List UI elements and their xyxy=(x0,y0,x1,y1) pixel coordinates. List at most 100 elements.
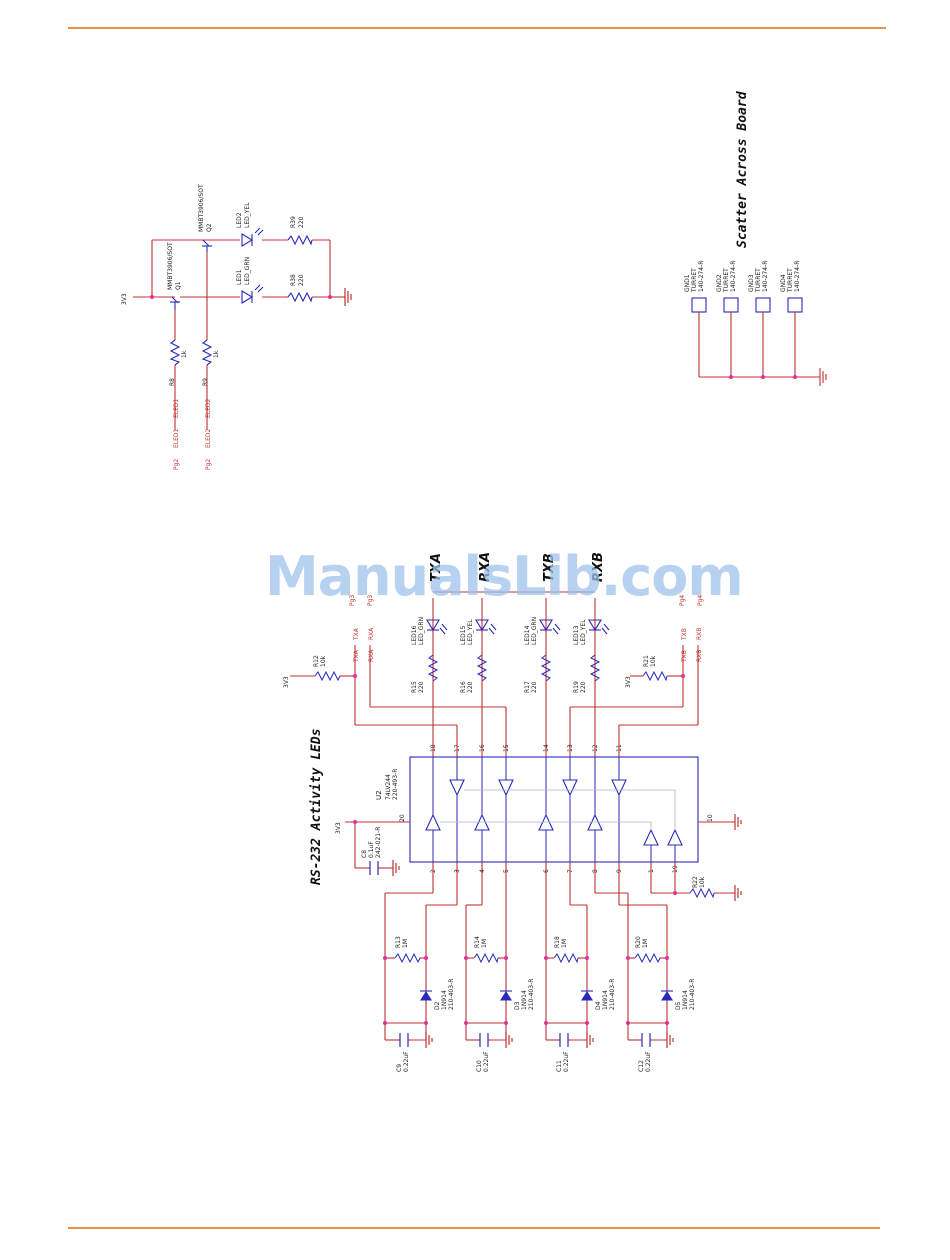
resistor-symbols xyxy=(314,654,715,964)
svg-text:Pg3: Pg3 xyxy=(349,595,356,606)
svg-text:C12: C12 xyxy=(638,1060,645,1072)
svg-text:LED_YEL: LED_YEL xyxy=(467,619,474,645)
header-rule xyxy=(68,27,886,29)
svg-text:0.22uF: 0.22uF xyxy=(563,1051,570,1072)
svg-text:1M: 1M xyxy=(642,939,649,948)
svg-text:R20: R20 xyxy=(635,936,642,948)
r38-ref: R38 xyxy=(290,274,297,286)
ground-symbol xyxy=(344,288,352,306)
svg-text:LED13: LED13 xyxy=(573,625,580,645)
svg-text:D5: D5 xyxy=(675,1001,682,1010)
svg-text:C10: C10 xyxy=(476,1060,483,1072)
svg-text:0.22uF: 0.22uF xyxy=(483,1051,490,1072)
svg-text:1M: 1M xyxy=(481,939,488,948)
svg-text:220: 220 xyxy=(418,681,425,693)
svg-text:210-403-R: 210-403-R xyxy=(689,979,696,1010)
rs232-led-symbols xyxy=(426,619,610,635)
gnd2-part: 140-274-R xyxy=(730,261,737,292)
power-label-3v3: 3V3 xyxy=(121,293,128,305)
svg-text:TXA: TXA xyxy=(429,553,444,582)
net-eled1-page: Pg2 xyxy=(173,459,180,470)
svg-text:242-021-R: 242-021-R xyxy=(375,827,382,858)
gnd2-type: TURRET xyxy=(723,268,730,293)
r39-ref: R39 xyxy=(290,216,297,228)
svg-text:0.22uF: 0.22uF xyxy=(645,1051,652,1072)
svg-text:RXA: RXA xyxy=(368,627,375,640)
r9-ref: R9 xyxy=(202,378,209,386)
svg-text:R19: R19 xyxy=(573,681,580,693)
svg-text:10k: 10k xyxy=(699,876,706,888)
svg-text:LED_GRN: LED_GRN xyxy=(418,617,425,645)
svg-text:RXA: RXA xyxy=(478,552,493,582)
svg-text:D3: D3 xyxy=(514,1001,521,1010)
svg-text:R17: R17 xyxy=(524,681,531,693)
rs232-top-wiring xyxy=(290,591,699,757)
svg-text:Pg4: Pg4 xyxy=(697,595,704,606)
svg-text:R18: R18 xyxy=(554,936,561,948)
svg-text:R16: R16 xyxy=(460,681,467,693)
svg-text:1N914: 1N914 xyxy=(682,990,689,1010)
svg-text:D2: D2 xyxy=(434,1001,441,1010)
svg-text:RXB: RXB xyxy=(696,628,703,640)
gnd1-ref: GND1 xyxy=(684,274,691,292)
svg-text:TXA: TXA xyxy=(353,649,360,663)
rs232-junctions xyxy=(353,674,685,1025)
rs232-title: RS-232 Activity LEDs xyxy=(309,728,324,885)
svg-text:LED16: LED16 xyxy=(411,625,418,645)
svg-text:RXB: RXB xyxy=(696,650,703,662)
gnd1-type: TURRET xyxy=(691,268,698,293)
svg-text:R13: R13 xyxy=(395,936,402,948)
svg-text:1M: 1M xyxy=(402,939,409,948)
svg-text:1N914: 1N914 xyxy=(602,990,609,1010)
gnd4-ref: GND4 xyxy=(780,274,787,292)
svg-text:220: 220 xyxy=(531,681,538,693)
led-driver-blue xyxy=(169,227,313,366)
net-eled1-a: ELED1 xyxy=(173,398,180,418)
led2-value: LED_YEL xyxy=(244,202,251,228)
r9-value: 1k xyxy=(213,350,220,358)
svg-text:C8: C8 xyxy=(361,850,368,858)
svg-text:R22: R22 xyxy=(692,876,699,888)
svg-text:1N914: 1N914 xyxy=(441,990,448,1010)
gnd4-type: TURRET xyxy=(787,268,794,293)
u2-top-pins: 18 17 16 15 14 13 12 11 xyxy=(430,744,623,752)
svg-text:R12: R12 xyxy=(313,655,320,667)
svg-text:TXA: TXA xyxy=(353,627,360,641)
u2-bottom-pins: 2 3 4 5 6 7 8 9 1 19 20 10 xyxy=(399,814,714,873)
footer-rule xyxy=(68,1227,880,1229)
svg-text:Pg3: Pg3 xyxy=(367,595,374,606)
u2-internal-lines xyxy=(432,757,676,862)
svg-text:220: 220 xyxy=(467,681,474,693)
svg-text:10k: 10k xyxy=(650,655,657,667)
svg-text:D4: D4 xyxy=(595,1001,602,1010)
svg-text:10k: 10k xyxy=(320,655,327,667)
svg-text:LED_YEL: LED_YEL xyxy=(580,619,587,645)
ground-turrets: Scatter Across Board GND1 TURRET 140-274… xyxy=(684,90,827,386)
led1-value: LED_GRN xyxy=(244,257,251,285)
r39-value: 220 xyxy=(298,216,305,228)
svg-text:1M: 1M xyxy=(561,939,568,948)
u2-part: 220-493-R xyxy=(392,769,399,800)
top-circuit-labels: 3V3 MMBT3906/SOT Q1 MMBT3906/SOT Q2 LED1… xyxy=(121,184,305,386)
u2-ref: U2 xyxy=(375,790,383,800)
svg-text:3V3: 3V3 xyxy=(283,676,290,688)
rs232-net-labels: TXA TXA RXA RXA TXB TXB RXB RXB Pg3 Pg3 … xyxy=(349,595,704,663)
buffer-triangles xyxy=(425,779,683,846)
svg-text:R21: R21 xyxy=(643,655,650,667)
svg-text:LED14: LED14 xyxy=(524,625,531,645)
svg-text:TXB: TXB xyxy=(542,553,557,582)
rs232-section: RS-232 Activity LEDs U2 74LV244 220-493-… xyxy=(283,552,742,1072)
gnd1-part: 140-274-R xyxy=(698,261,705,292)
svg-text:1N914: 1N914 xyxy=(521,990,528,1010)
svg-text:RXB: RXB xyxy=(591,552,606,582)
led2-ref: LED2 xyxy=(236,212,243,228)
capacitor-symbols xyxy=(369,861,651,1047)
svg-text:Pg4: Pg4 xyxy=(679,595,686,606)
net-eled2-b: ELED2 xyxy=(205,428,212,448)
turrets-title: Scatter Across Board xyxy=(735,90,750,248)
svg-text:220: 220 xyxy=(580,681,587,693)
svg-text:0.22uF: 0.22uF xyxy=(403,1051,410,1072)
svg-text:210-403-R: 210-403-R xyxy=(609,979,616,1010)
net-eled2-page: Pg2 xyxy=(205,459,212,470)
